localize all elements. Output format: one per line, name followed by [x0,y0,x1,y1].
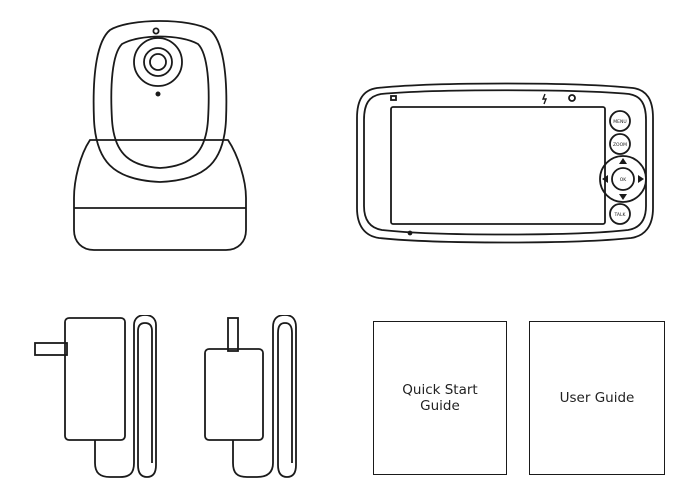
menu-button-label: MENU [613,119,626,125]
power-adapter-icon [34,315,157,478]
zoom-button-label: ZOOM [613,142,627,148]
quick-start-guide-booklet: Quick Start Guide [373,321,507,475]
parent-monitor-icon: MENU ZOOM OK TALK [356,82,654,244]
ok-button-label: OK [620,177,628,183]
power-adapter-icon [204,315,297,478]
user-guide-booklet: User Guide [529,321,665,475]
baby-camera-icon [73,20,247,251]
user-guide-label: User Guide [559,390,635,406]
quick-start-guide-label: Quick Start Guide [402,382,478,414]
talk-button-label: TALK [614,212,627,218]
